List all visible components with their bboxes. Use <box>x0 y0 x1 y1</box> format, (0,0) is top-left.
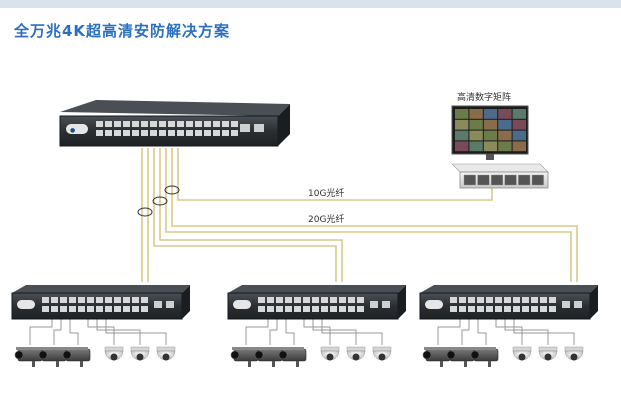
page-title: 全万兆4K超高清安防解决方案 <box>14 22 231 40</box>
dome-camera-icon <box>104 346 124 361</box>
camera-cables <box>29 319 167 345</box>
matrix-label: 高清数字矩阵 <box>457 91 511 103</box>
dome-camera-icon <box>156 346 176 361</box>
digital-matrix-icon: 高清数字矩阵 <box>451 91 549 189</box>
bullet-camera-icon <box>254 347 283 367</box>
dome-camera-icon <box>346 346 366 361</box>
fiber-loop-1 <box>164 185 180 195</box>
dome-camera-icon <box>372 346 392 361</box>
fiber-loop-3 <box>137 207 153 217</box>
bullet-camera-icon <box>446 347 475 367</box>
fiber-loops <box>137 185 180 217</box>
bullet-camera-icon <box>62 347 91 367</box>
fiber-loop-2 <box>152 196 168 206</box>
top-banner-strip <box>0 0 621 8</box>
svg-text:●: ● <box>70 127 75 134</box>
fiber-core-to-right-switch <box>171 148 578 282</box>
access-switch-right-icon <box>419 285 598 320</box>
link-label-10g: 10G光纤 <box>308 187 344 199</box>
dome-camera-icon <box>130 346 150 361</box>
bullet-camera-icon <box>278 347 307 367</box>
bullet-camera-icon <box>14 347 43 367</box>
fiber-core-to-right-switch-2 <box>165 148 572 282</box>
camera-cables <box>245 319 383 345</box>
bullet-camera-icon <box>38 347 67 367</box>
core-switch-icon: ● <box>59 100 290 147</box>
fiber-links <box>141 148 578 282</box>
bullet-camera-icon <box>470 347 499 367</box>
fiber-core-to-middle-switch-2 <box>153 148 337 282</box>
bullet-camera-icon <box>230 347 259 367</box>
dome-camera-icon <box>538 346 558 361</box>
access-switch-left-icon <box>11 285 190 320</box>
bullet-camera-icon <box>422 347 451 367</box>
camera-cables <box>437 319 575 345</box>
fiber-core-to-matrix <box>177 148 493 201</box>
access-layer <box>11 285 598 367</box>
dome-camera-icon <box>320 346 340 361</box>
dome-camera-icon <box>564 346 584 361</box>
link-label-20g: 20G光纤 <box>308 213 344 225</box>
dome-camera-icon <box>512 346 532 361</box>
access-switch-middle-icon <box>227 285 406 320</box>
fiber-core-to-middle-switch <box>159 148 343 282</box>
